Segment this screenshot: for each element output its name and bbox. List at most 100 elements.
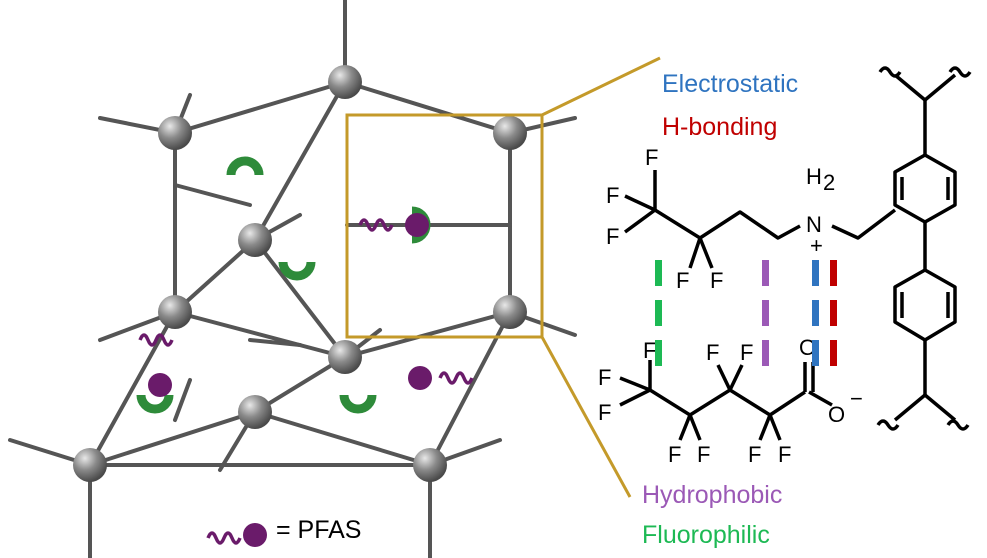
hydrophobic-interaction — [762, 340, 769, 366]
hydrophobic-interaction — [762, 300, 769, 326]
atom-label-plus: + — [810, 233, 823, 258]
chemical-bond — [893, 268, 957, 342]
h-bonding-interaction — [830, 340, 837, 366]
atom-label-F: F — [668, 442, 681, 467]
chemical-bond — [876, 419, 900, 431]
framework-edge — [88, 410, 257, 467]
pfas-molecule — [408, 366, 474, 390]
fluorophilic-interaction — [655, 300, 662, 326]
metal-node — [413, 448, 447, 482]
chemical-bond — [698, 237, 714, 269]
label-electrostatic: Electrostatic — [662, 70, 799, 98]
label-fluorophilic: Fluorophilic — [642, 521, 770, 549]
label-h-bonding: H-bonding — [662, 113, 778, 141]
atom-label-F: F — [598, 365, 611, 390]
chemical-bond — [768, 414, 782, 441]
pfas-molecule — [358, 213, 429, 237]
metal-node — [493, 116, 527, 150]
atom-label-F: F — [748, 442, 761, 467]
zoom-line-bottom — [540, 336, 632, 498]
chemical-bond — [893, 153, 957, 224]
atom-label-F: F — [697, 442, 710, 467]
framework-edge — [253, 80, 347, 242]
chemical-bond — [649, 388, 806, 417]
chemical-bond — [878, 66, 902, 78]
chemical-bond — [946, 419, 970, 431]
chemical-bond — [678, 414, 692, 441]
framework-edge — [253, 355, 347, 414]
electrostatic-interaction — [812, 260, 819, 286]
fluorophilic-interaction — [655, 340, 662, 366]
chemical-bond — [716, 364, 732, 391]
chemical-bond — [619, 388, 651, 407]
chemical-bond — [688, 237, 702, 269]
atom-label-F: F — [643, 338, 656, 363]
h-bonding-interaction — [830, 260, 837, 286]
chemical-bond — [624, 194, 656, 212]
atom-label-F: F — [606, 183, 619, 208]
atom-label-H2: H — [806, 164, 822, 189]
fluorophilic-interaction — [655, 260, 662, 286]
chemical-bond — [619, 376, 651, 392]
framework-edge — [173, 80, 347, 135]
atom-label-F: F — [676, 268, 689, 293]
chemical-bond — [893, 73, 927, 102]
chemical-bond — [893, 393, 927, 422]
atom-label-sub2: 2 — [823, 170, 835, 195]
framework-edge — [248, 338, 302, 347]
framework-edge — [173, 183, 252, 207]
chemical-bond — [623, 208, 657, 234]
receptor-site — [136, 394, 174, 414]
metal-node — [493, 295, 527, 329]
framework-edge — [88, 310, 177, 467]
metal-node — [238, 223, 272, 257]
pfas-legend-label: = PFAS — [276, 516, 362, 544]
chemical-bond — [923, 73, 957, 102]
receptor-site — [226, 156, 264, 176]
metal-node — [158, 295, 192, 329]
electrostatic-interaction — [812, 300, 819, 326]
atom-label-O: O — [799, 335, 816, 360]
atom-label-N: N — [806, 212, 822, 237]
atom-label-O: O — [828, 402, 845, 427]
framework-edge — [173, 238, 257, 314]
zoom-frame — [345, 113, 544, 339]
atom-label-F: F — [710, 268, 723, 293]
label-hydrophobic: Hydrophobic — [642, 481, 783, 509]
chemical-bond — [728, 364, 744, 391]
chemical-bond — [688, 414, 702, 441]
electrostatic-interaction — [812, 340, 819, 366]
atom-label-F: F — [706, 340, 719, 365]
atom-label-F: F — [598, 400, 611, 425]
atom-label-minus: − — [850, 386, 863, 411]
chemical-bond — [654, 208, 801, 240]
framework-edge — [343, 310, 512, 359]
chemical-bond — [758, 414, 772, 441]
pfas-molecule — [138, 333, 174, 397]
metal-node — [73, 448, 107, 482]
chemical-bond — [831, 208, 897, 240]
atom-label-F: F — [778, 442, 791, 467]
chemical-bond — [923, 393, 957, 422]
metal-node — [328, 65, 362, 99]
receptor-site — [339, 394, 377, 414]
atom-label-F: F — [740, 340, 753, 365]
metal-node — [158, 116, 192, 150]
metal-node — [328, 340, 362, 374]
zoom-line-top — [541, 56, 661, 117]
chemical-bond — [808, 390, 833, 407]
hydrophobic-interaction — [762, 260, 769, 286]
framework-edge — [253, 238, 347, 359]
framework-edge — [173, 310, 347, 359]
framework-edge — [253, 410, 432, 467]
molecular-structure — [619, 66, 972, 441]
atom-label-F: F — [606, 224, 619, 249]
receptor-site — [278, 261, 316, 281]
framework-edge — [343, 80, 512, 135]
framework-edge — [173, 378, 192, 422]
chemical-bond — [948, 66, 972, 78]
atom-label-F: F — [645, 145, 658, 170]
pfas-legend-icon — [206, 523, 267, 547]
